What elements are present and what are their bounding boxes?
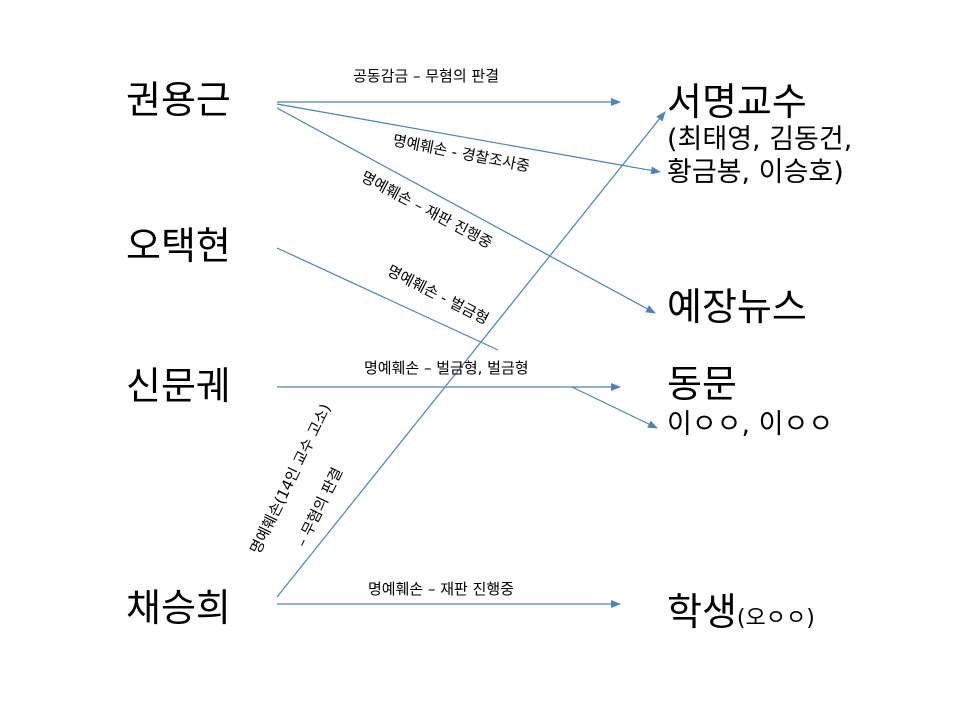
edge-label-oh-dongmun: 명예훼손 - 벌금형 (384, 262, 492, 329)
node-student: 학생(오ㅇㅇ) (667, 590, 815, 641)
node-profs-names-1: (최태영, 김동건, (667, 124, 853, 155)
node-student-names: (오ㅇㅇ) (736, 606, 815, 631)
node-dongmun-names: 이ㅇㅇ, 이ㅇㅇ (667, 409, 834, 440)
edge-label-kwon-profs: 공동감금 – 무혐의 판결 (353, 67, 499, 85)
edge-oh-dongmun (276, 247, 499, 351)
node-kwon: 권용근 (126, 78, 231, 122)
node-chae: 채승희 (126, 586, 231, 630)
edge-label-kwon-profs-2: 명예훼손 - 경찰조사중 (391, 131, 531, 175)
edge-label-chae-student: 명예훼손 – 재판 진행중 (368, 580, 514, 598)
edge-kwon-profs-2 (276, 103, 661, 175)
node-oh: 오택현 (126, 224, 231, 268)
node-profs: 서명교수 (667, 80, 807, 124)
edge-shin-dongmun-2 (571, 386, 658, 429)
node-profs-names-2: 황금봉, 이승호) (667, 157, 844, 188)
node-yejang: 예장뉴스 (667, 285, 807, 329)
node-student-label: 학생 (667, 590, 737, 634)
edge-label-chae-profs-1: 명예훼손(14인 교수 고소) (246, 401, 334, 557)
edge-label-kwon-yejang: 명예훼손 – 재판 진행중 (358, 168, 495, 252)
node-shin: 신문궤 (126, 364, 231, 408)
edge-chae-profs (276, 111, 666, 598)
edge-label-shin-dongmun: 명예훼손 – 벌금형, 벌금형 (364, 359, 529, 377)
node-dongmun: 동문 (667, 362, 737, 406)
edge-kwon-yejang (276, 107, 656, 314)
